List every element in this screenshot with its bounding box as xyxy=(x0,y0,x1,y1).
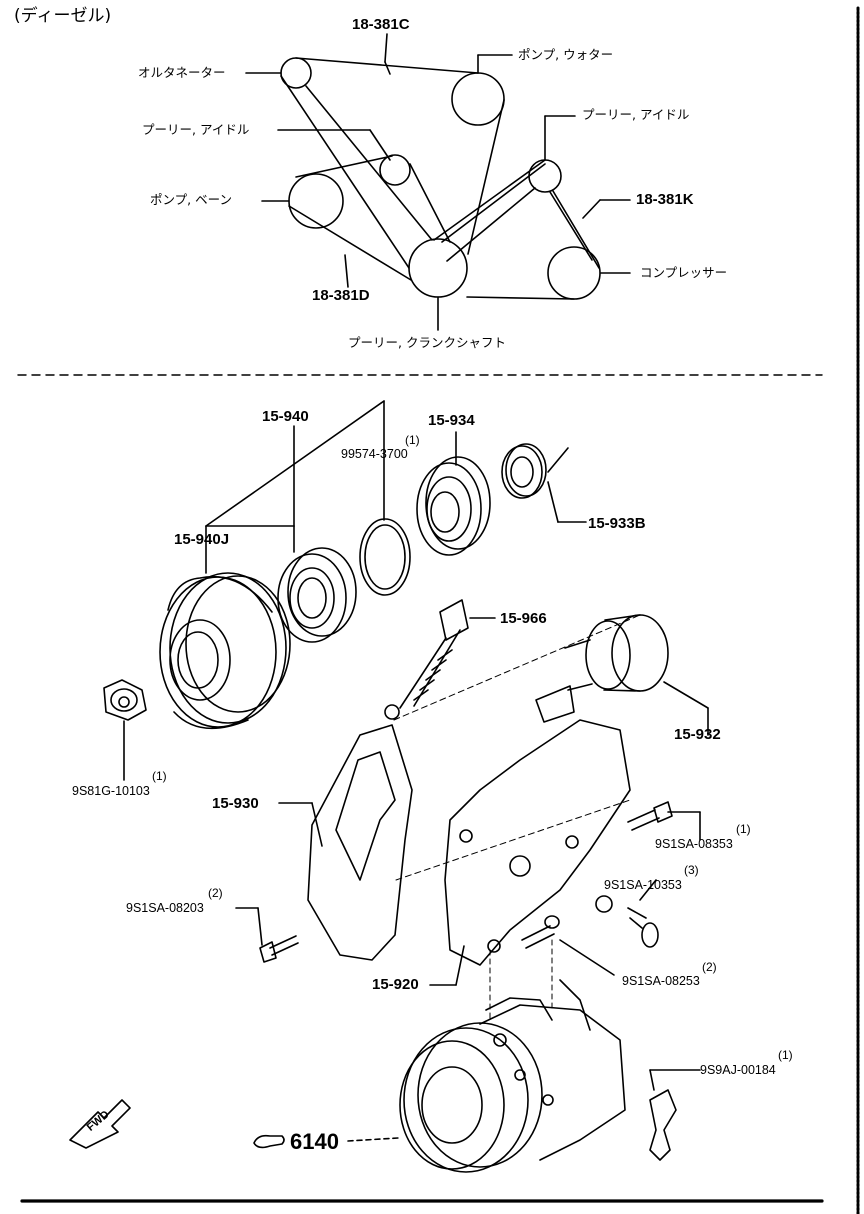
label-belt-18-381D: 18-381D xyxy=(312,287,370,304)
pointing-hand-icon xyxy=(253,1134,285,1149)
label-9S9AJ-00184: 9S9AJ-00184 xyxy=(700,1063,776,1077)
crankshaft-pulley xyxy=(408,238,468,298)
nut-9S81G xyxy=(103,679,147,721)
bracket-15-930 xyxy=(307,704,413,961)
label-9S81G-10103: 9S81G-10103 xyxy=(72,784,150,798)
bolt-9S1SA-08203 xyxy=(259,935,299,963)
label-belt-18-381K: 18-381K xyxy=(636,191,694,208)
water-pump-pulley xyxy=(451,72,505,126)
part-15-933B xyxy=(501,443,547,499)
bracket-15-920 xyxy=(444,719,631,966)
fwd-arrow-icon xyxy=(69,1099,131,1149)
label-idler-pulley-left: プーリー, アイドル xyxy=(142,122,250,137)
label-9S1SA-10353: 9S1SA-10353 xyxy=(604,878,682,892)
qty-9S1SA-10353: (3) xyxy=(684,863,699,877)
label-alternator: オルタネーター xyxy=(138,65,226,80)
label-99574-3700: 99574-3700 xyxy=(341,447,408,461)
pulley-15-940J xyxy=(159,572,291,730)
label-9S1SA-08353: 9S1SA-08353 xyxy=(655,837,733,851)
belt-d xyxy=(288,155,451,281)
label-vane-pump: ポンプ, ベーン xyxy=(150,192,232,207)
label-idler-pulley-right: プーリー, アイドル xyxy=(582,107,690,122)
part-15-934 xyxy=(416,456,491,556)
diagram-variant-header: (ディーゼル) xyxy=(14,6,112,26)
label-15-933B: 15-933B xyxy=(588,515,646,532)
qty-9S1SA-08253: (2) xyxy=(702,960,717,974)
clip-9S9AJ-00184 xyxy=(649,1089,677,1161)
qty-99574-3700: (1) xyxy=(405,433,420,447)
label-water-pump: ポンプ, ウォター xyxy=(518,47,614,62)
label-15-920: 15-920 xyxy=(372,976,419,993)
snap-ring-99574 xyxy=(359,518,411,596)
qty-9S9AJ-00184: (1) xyxy=(778,1048,793,1062)
idler-pulley-left xyxy=(379,154,411,186)
bolt-9S1SA-08353 xyxy=(627,801,673,831)
label-9S1SA-08203: 9S1SA-08203 xyxy=(126,901,204,915)
qty-9S1SA-08203: (2) xyxy=(208,886,223,900)
bearing-15-940 xyxy=(277,547,357,643)
belt-k xyxy=(433,159,600,300)
compressor-assembly xyxy=(399,979,626,1173)
qty-9S81G-10103: (1) xyxy=(152,769,167,783)
label-compressor: コンプレッサー xyxy=(640,265,728,280)
label-15-932: 15-932 xyxy=(674,726,721,743)
compressor-pulley xyxy=(547,246,601,300)
shaft-15-932 xyxy=(535,614,669,723)
bolt-9S1SA-10353 xyxy=(627,907,659,948)
exploded-view xyxy=(69,400,709,1173)
label-15-966: 15-966 xyxy=(500,610,547,627)
label-15-940J: 15-940J xyxy=(174,531,230,548)
label-crankshaft-pulley: プーリー, クランクシャフト xyxy=(348,335,506,350)
label-belt-18-381C: 18-381C xyxy=(352,16,410,33)
label-15-940: 15-940 xyxy=(262,408,309,425)
label-15-930: 15-930 xyxy=(212,795,259,812)
label-9S1SA-08253: 9S1SA-08253 xyxy=(622,974,700,988)
belt-c xyxy=(280,57,505,269)
vane-pump-pulley xyxy=(288,173,344,229)
belt-routing-diagram xyxy=(245,33,631,331)
qty-9S1SA-08353: (1) xyxy=(736,822,751,836)
label-15-934: 15-934 xyxy=(428,412,475,429)
bolt-15-966 xyxy=(399,599,469,709)
reference-link-6140[interactable]: 6140 xyxy=(290,1129,339,1154)
bolt-9S1SA-08253 xyxy=(521,915,560,949)
